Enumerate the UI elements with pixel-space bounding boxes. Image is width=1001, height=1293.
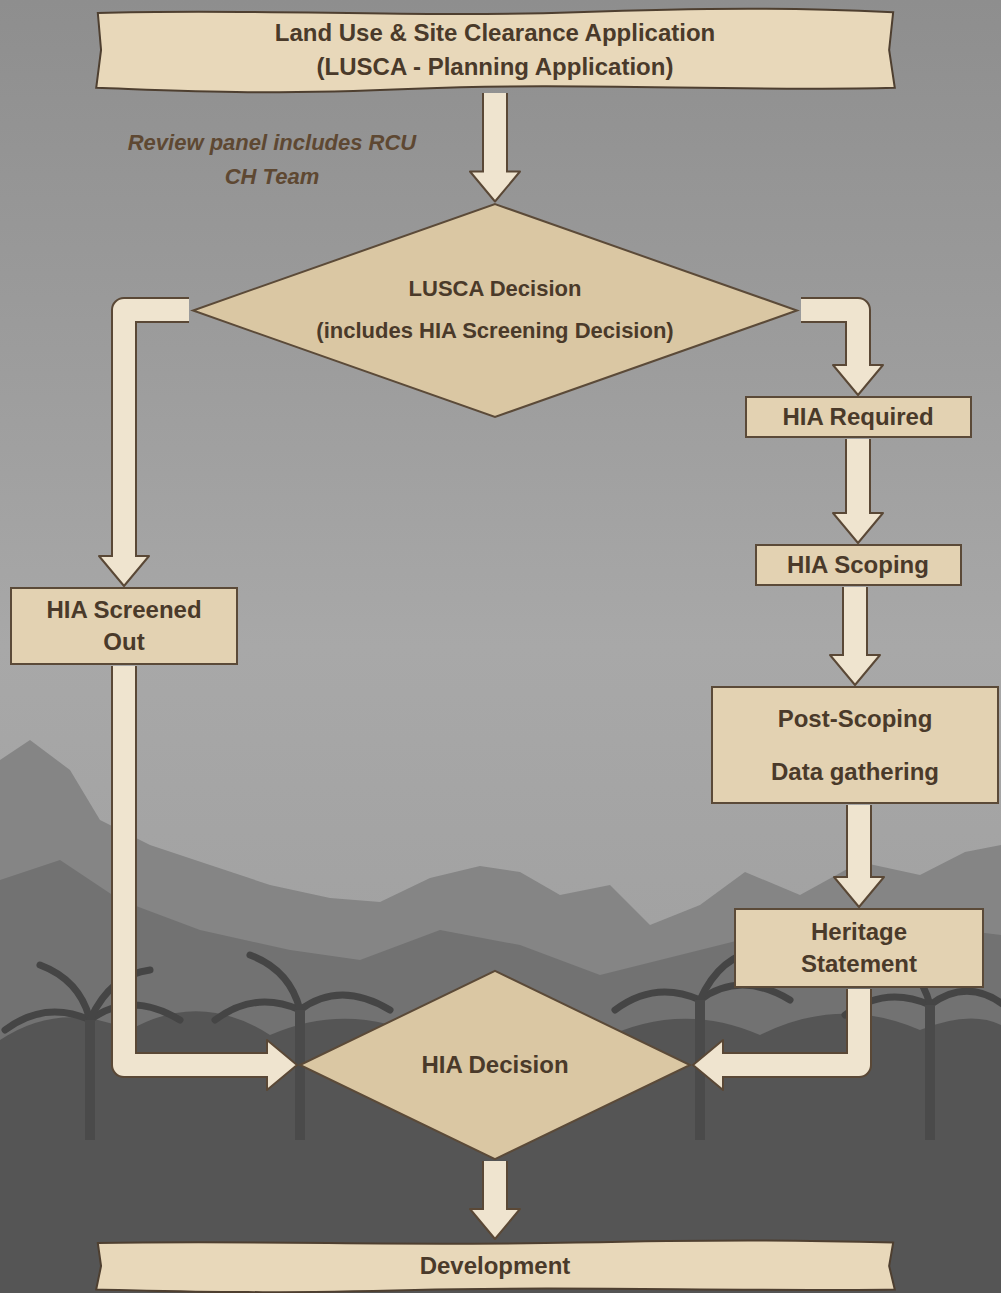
rock-cliff [0,740,1001,1293]
node-text: Heritage Statement [801,916,918,980]
arrow-head [833,365,883,395]
arrow-shaft [124,666,271,1065]
process-box: Heritage Statement [734,908,984,988]
process-box: HIA Scoping [755,544,962,586]
arrow-shaft [847,439,869,517]
palm-frond [40,965,90,1020]
arrow-head [833,513,883,543]
flow-arrow [470,93,520,202]
arrow-shaft-outline [723,989,859,1065]
arrow-head [693,1040,723,1090]
arrow-shaft [848,805,870,881]
arrow-shaft [124,310,189,560]
node-text: HIA Decision [421,1050,568,1080]
node-subtext: (includes HIA Screening Decision) [316,317,673,345]
diamond-outline [190,203,800,418]
flow-arrow [834,805,884,907]
arrow-head [470,1209,520,1239]
banner-shape [96,1240,895,1292]
start-banner: Land Use & Site Clearance Application (LU… [93,8,898,92]
palm-frond [300,995,390,1010]
arrow-shaft [801,310,858,369]
node-text: HIA Screened Out [45,594,203,658]
node-text: Land Use & Site Clearance Application [275,18,716,48]
palm-frond [250,955,300,1010]
flow-arrow [801,310,883,395]
process-box: HIA Required [745,396,972,438]
flow-arrow [99,310,189,586]
node-subtext: (LUSCA - Planning Application) [317,52,674,82]
process-box: Post-Scoping Data gathering [711,686,999,804]
palm-frond [215,1002,300,1020]
arrow-head [834,877,884,907]
annotation-note: Review panel includes RCU CH Team [127,126,417,194]
palm-frond [5,1012,90,1030]
palm-trunk [925,1005,935,1140]
arrow-shaft [844,587,866,659]
arrow-shaft [719,989,859,1065]
palm-frond [930,991,1001,1010]
diamond-shape [193,204,797,417]
flow-arrow [124,666,297,1090]
palm-trunk [85,1020,95,1140]
end-banner: Development [93,1240,898,1292]
arrow-shaft [484,1161,506,1213]
flow-arrow [833,439,883,543]
node-text: HIA Scoping [787,550,929,580]
palm-trunk [295,1010,305,1140]
node-text: Post-Scoping Data gathering [770,692,941,798]
node-text: HIA Required [782,402,933,432]
node-text: Development [420,1251,571,1281]
node-text: LUSCA Decision [409,275,582,303]
arrow-shaft [484,93,506,176]
decision-diamond: HIA Decision [298,970,692,1160]
flow-arrow [830,587,880,685]
arrow-head [830,655,880,685]
decision-diamond: LUSCA Decision (includes HIA Screening De… [190,203,800,418]
diamond-shape [300,971,690,1159]
arrow-head [99,556,149,586]
process-box: HIA Screened Out [10,587,238,665]
flow-arrow [470,1161,520,1239]
arrow-head [470,172,520,202]
palm-frond [615,992,700,1010]
arrow-shaft-outline [124,666,267,1065]
arrow-head [267,1040,297,1090]
banner-shape [96,9,895,93]
flow-arrow [693,989,859,1090]
